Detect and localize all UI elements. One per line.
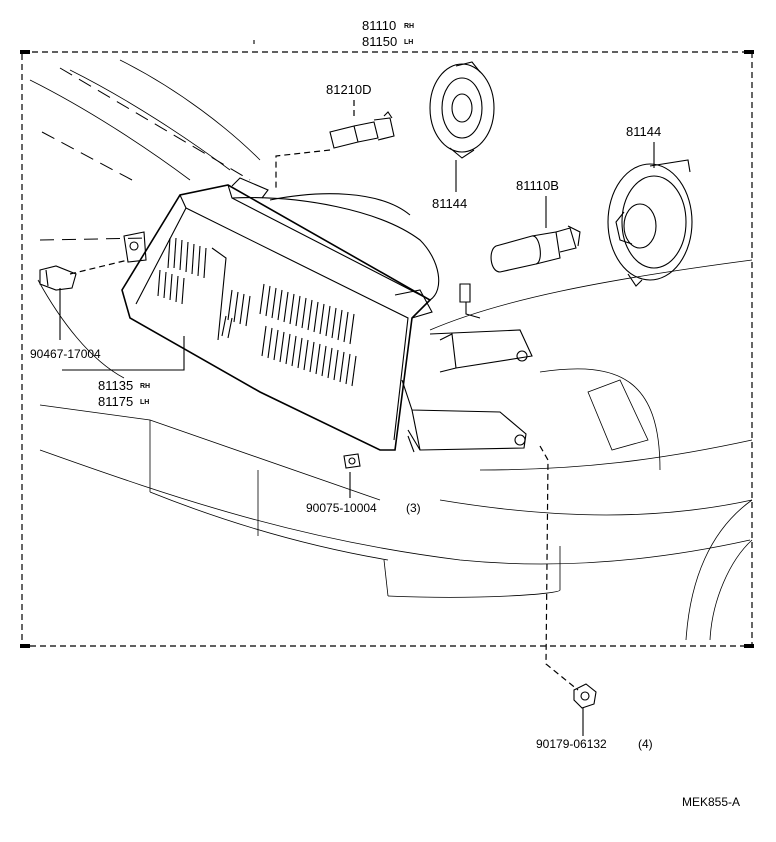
label-screw: 90075-10004 (3) — [306, 501, 421, 515]
housing-number-rh: 81135 — [98, 378, 133, 393]
screw-drawing — [343, 453, 361, 469]
housing-suffix-lh: LH — [140, 399, 149, 406]
label-main-bulb: 81110B — [516, 178, 559, 193]
headlamp-suffix-lh: LH — [404, 39, 413, 46]
label-small-bulb: 81210D — [326, 82, 372, 97]
vehicle-body-outline — [29, 59, 753, 641]
label-housing: 81135 RH 81175 LH — [98, 378, 150, 409]
label-nut: 90179-06132 (4) — [536, 737, 653, 751]
lens-ribs-left — [157, 237, 207, 305]
assembly-frame — [20, 50, 754, 648]
nut-qty: (4) — [638, 737, 653, 751]
screw-qty: (3) — [406, 501, 421, 515]
nut-drawing — [573, 683, 597, 709]
housing-number-lh: 81175 — [98, 394, 133, 409]
label-clip: 90467-17004 — [30, 347, 101, 361]
label-socket-cover-right: 81144 — [626, 124, 661, 139]
socket-cover-right-drawing — [607, 159, 693, 287]
nut-number: 90179-06132 — [536, 737, 607, 751]
headlamp-number-rh: 81110 — [362, 18, 396, 33]
housing-suffix-rh: RH — [140, 383, 150, 390]
leader-lines — [59, 40, 655, 736]
label-headlamp-assembly: 81110 RH 81150 LH — [362, 18, 414, 49]
socket-cover-left-drawing — [429, 61, 495, 159]
headlamp-assembly-drawing — [121, 177, 533, 453]
label-socket-cover-left: 81144 — [432, 196, 467, 211]
small-bulb-drawing — [329, 111, 395, 149]
headlamp-suffix-rh: RH — [404, 23, 414, 30]
headlamp-number-lh: 81150 — [362, 34, 397, 49]
lens-ribs-right — [221, 283, 357, 387]
screw-number: 90075-10004 — [306, 501, 377, 515]
clip-drawing — [39, 265, 77, 291]
main-bulb-drawing — [490, 225, 581, 273]
reference-code: MEK855-A — [682, 795, 740, 809]
